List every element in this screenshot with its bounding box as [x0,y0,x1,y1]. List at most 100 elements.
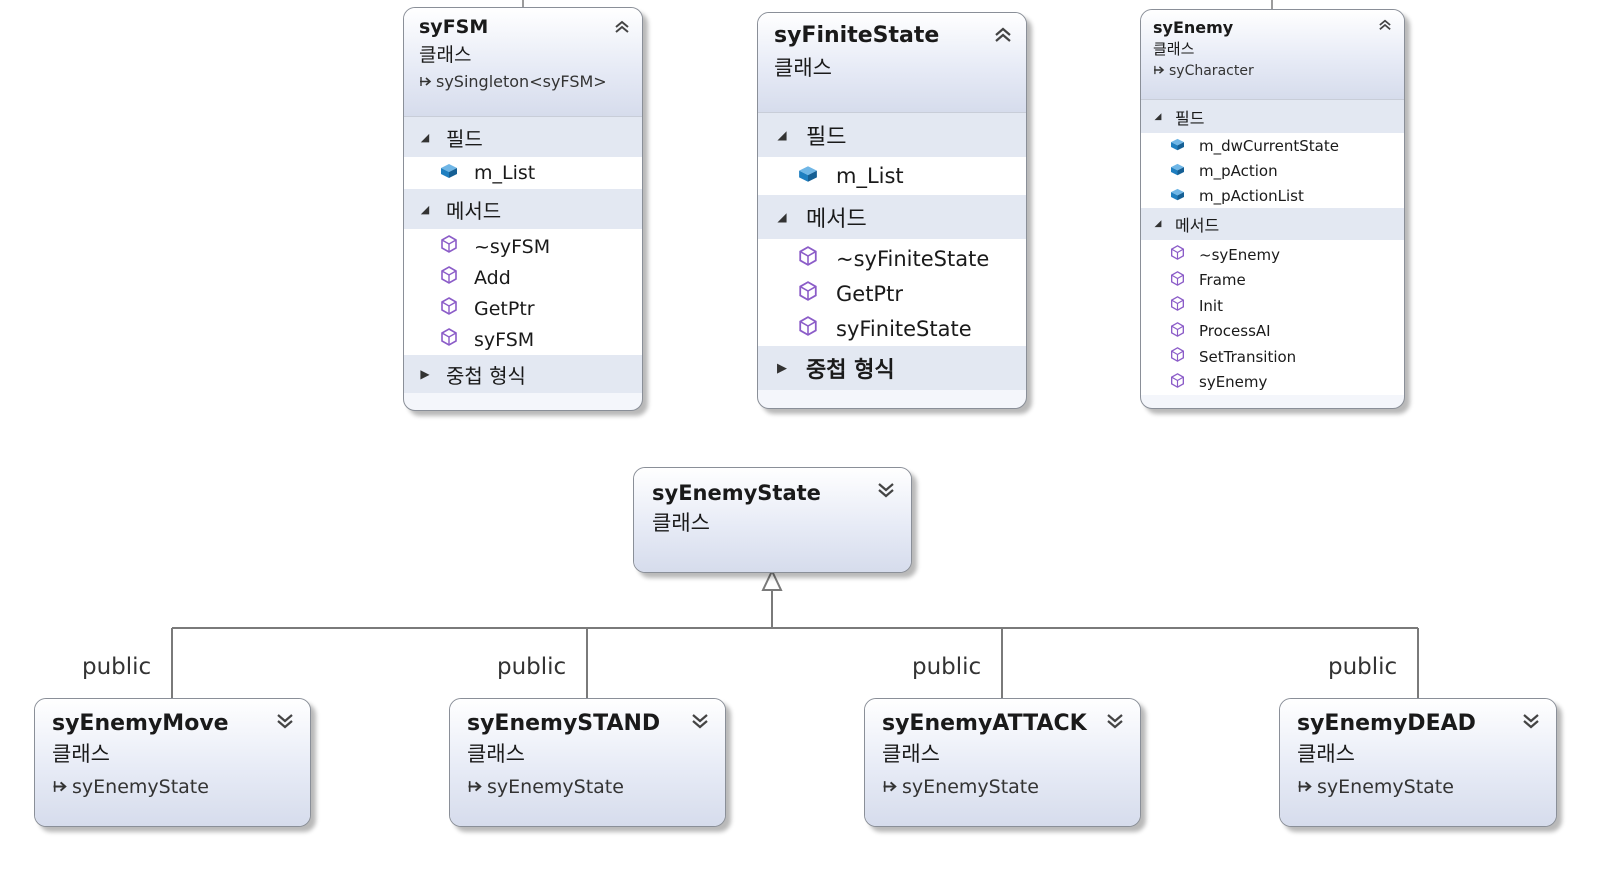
section-label: 메서드 [806,207,867,232]
class-box-syFSM[interactable]: syFSM 클래스 sySingleton<syFSM> ◢ 필드 m_List… [403,7,643,411]
class-name: syEnemySTAND [467,711,661,736]
collapse-triangle-icon[interactable]: ◢ [1154,111,1162,122]
collapse-triangle-icon[interactable]: ◢ [777,210,787,224]
class-name: syFSM [419,16,489,38]
chevron-double-up-icon[interactable] [994,27,1012,43]
section-fields[interactable]: ◢ 필드 [758,113,1026,157]
collapse-triangle-icon[interactable]: ◢ [420,130,430,144]
chevron-double-down-icon[interactable] [1522,713,1540,729]
member-name: ProcessAI [1199,322,1271,341]
base-class: syEnemyState [1297,776,1556,798]
class-box-syEnemySTAND[interactable]: syEnemySTAND 클래스 syEnemyState [449,698,726,827]
chevron-double-up-icon[interactable] [614,20,630,34]
section-label: 중첩 형식 [446,363,526,388]
method-icon [798,316,818,341]
method-member[interactable]: Add [404,262,642,293]
method-member[interactable]: ~syEnemy [1141,242,1404,268]
method-icon [1170,245,1185,264]
class-box-syFiniteState[interactable]: syFiniteState 클래스 ◢ 필드 m_List ◢ 메서드 ~syF… [757,12,1027,409]
member-name: Frame [1199,271,1246,290]
member-name: m_List [836,164,904,188]
section-methods[interactable]: ◢ 메서드 [404,189,642,229]
member-name: Init [1199,296,1223,315]
collapse-triangle-icon[interactable]: ◢ [777,128,787,142]
class-kind: 클래스 [1153,40,1195,58]
class-box-syEnemyMove[interactable]: syEnemyMove 클래스 syEnemyState [34,698,311,827]
chevron-double-down-icon[interactable] [877,482,895,498]
collapse-triangle-icon[interactable]: ◢ [420,202,430,216]
access-label-public: public [1328,654,1398,680]
expand-triangle-icon[interactable]: ▶ [420,367,430,381]
field-member[interactable]: m_pActionList [1141,183,1404,208]
class-box-syEnemyState[interactable]: syEnemyState 클래스 [633,467,912,573]
section-methods[interactable]: ◢ 메서드 [758,195,1026,239]
section-fields[interactable]: ◢ 필드 [1141,100,1404,133]
class-box-syEnemyATTACK[interactable]: syEnemyATTACK 클래스 syEnemyState [864,698,1141,827]
method-member[interactable]: syEnemy [1141,369,1404,395]
member-name: ~syFSM [474,235,551,258]
expand-triangle-icon[interactable]: ▶ [777,360,787,376]
class-body: ◢ 필드 m_List ◢ 메서드 ~syFiniteState GetPtr … [758,113,1026,390]
class-box-syEnemyDEAD[interactable]: syEnemyDEAD 클래스 syEnemyState [1279,698,1557,827]
member-name: syFiniteState [836,316,972,341]
section-label: 필드 [1175,108,1205,128]
collapse-triangle-icon[interactable]: ◢ [1154,219,1162,229]
method-icon [1170,321,1185,341]
base-class-name: sySingleton<syFSM> [436,72,607,91]
method-icon [1170,347,1185,366]
method-member[interactable]: syFSM [404,324,642,355]
field-member[interactable]: m_List [404,157,642,189]
section-nested-types[interactable]: ▶ 중첩 형식 [404,355,642,393]
field-member[interactable]: m_pAction [1141,158,1404,183]
member-name: m_pAction [1199,161,1278,180]
field-icon [1170,137,1185,155]
method-member[interactable]: ~syFiniteState [758,241,1026,276]
field-member[interactable]: m_dwCurrentState [1141,133,1404,158]
class-name: syEnemyATTACK [882,711,1087,736]
field-icon [1170,162,1185,180]
section-nested-types[interactable]: ▶ 중첩 형식 [758,346,1026,390]
section-fields[interactable]: ◢ 필드 [404,117,642,157]
method-member[interactable]: SetTransition [1141,344,1404,370]
method-icon [440,297,458,320]
class-kind: 클래스 [652,511,710,535]
chevron-double-down-icon[interactable] [276,713,294,729]
member-name: Add [474,266,511,289]
field-icon [1170,187,1185,205]
inheritance-arrowhead-icon [761,568,783,591]
method-member[interactable]: syFiniteState [758,311,1026,346]
chevron-double-down-icon[interactable] [1106,713,1124,729]
method-icon [798,281,818,306]
class-kind: 클래스 [419,44,472,66]
method-icon [440,266,458,289]
base-class: syEnemyState [882,776,1140,798]
member-name: m_pActionList [1199,186,1304,205]
class-box-syEnemy[interactable]: syEnemy 클래스 syCharacter ◢ 필드 m_dwCurrent… [1140,9,1405,409]
inherits-arrow-icon [882,776,898,798]
base-class-name: syEnemyState [72,776,209,798]
method-member[interactable]: Init [1141,293,1404,319]
field-member[interactable]: m_List [758,157,1026,195]
section-label: 메서드 [446,198,502,223]
method-member[interactable]: ~syFSM [404,231,642,262]
class-name: syEnemyState [652,481,821,505]
member-name: SetTransition [1199,347,1297,366]
method-member[interactable]: Frame [1141,267,1404,293]
access-label-public: public [912,654,982,680]
method-member[interactable]: GetPtr [758,276,1026,311]
member-name: syFSM [474,328,535,351]
member-name: syEnemy [1199,373,1268,392]
class-kind: 클래스 [467,742,525,766]
class-body: ◢ 필드 m_dwCurrentState m_pAction m_pActio… [1141,100,1404,395]
method-icon [1170,372,1185,392]
base-class: syEnemyState [52,776,310,798]
method-member[interactable]: GetPtr [404,293,642,324]
field-icon [798,164,818,188]
chevron-double-down-icon[interactable] [691,713,709,729]
section-label: 메서드 [1175,216,1220,235]
method-member[interactable]: ProcessAI [1141,318,1404,344]
base-class: sySingleton<syFSM> [419,72,642,91]
chevron-double-up-icon[interactable] [1378,19,1392,31]
section-methods[interactable]: ◢ 메서드 [1141,208,1404,240]
method-icon [440,328,458,351]
